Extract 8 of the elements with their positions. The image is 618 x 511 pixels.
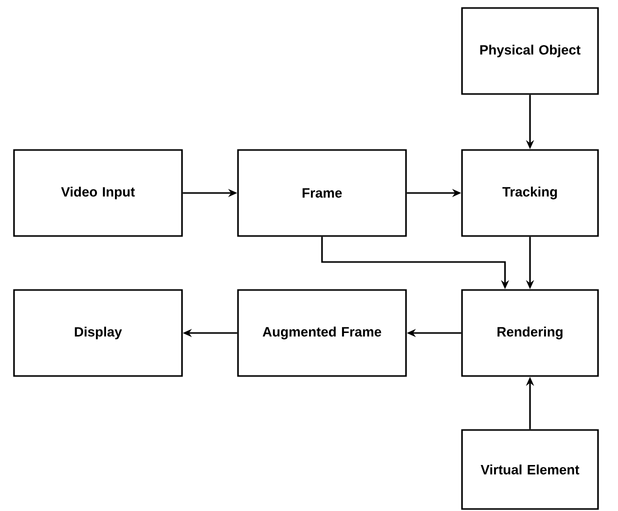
process-box: Video Input	[13, 149, 183, 237]
process-box: Tracking	[461, 149, 599, 237]
process-box: Display	[13, 289, 183, 377]
process-box: Physical Object	[461, 7, 599, 95]
process-box: Virtual Element	[461, 429, 599, 510]
process-box: Augmented Frame	[237, 289, 407, 377]
process-box: Rendering	[461, 289, 599, 377]
process-box: Frame	[237, 149, 407, 237]
